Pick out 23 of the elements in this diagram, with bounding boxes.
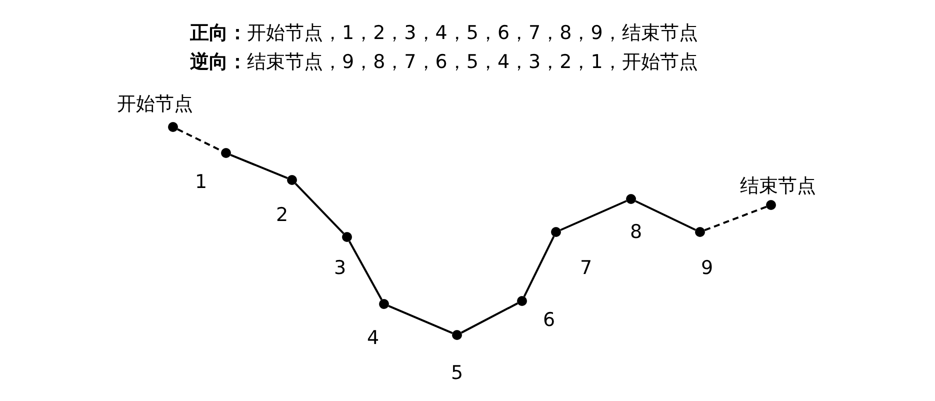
sequence-line: 正向：开始节点，1，2，3，4，5，6，7，8，9，结束节点 — [190, 21, 698, 45]
line-segment — [348, 240, 382, 300]
node-label: 7 — [580, 257, 592, 279]
node-label: 6 — [542, 309, 556, 331]
line-segment — [560, 200, 627, 231]
node-label: 开始节点 — [117, 93, 193, 115]
sequence-line: 逆向：结束节点，9，8，7，6，5，4，3，2，1，开始节点 — [190, 50, 698, 74]
node-label: 3 — [334, 257, 346, 279]
node-label: 9 — [700, 257, 714, 279]
dashed-line — [704, 206, 767, 232]
line-segment — [294, 182, 344, 234]
node-label: 5 — [450, 362, 464, 384]
node-label: 1 — [194, 171, 208, 193]
node-label: 结束节点 — [740, 175, 816, 197]
line-segment — [460, 302, 518, 334]
node-label: 4 — [366, 327, 380, 349]
line-segment — [388, 305, 453, 334]
line-segment — [523, 236, 555, 297]
line-segment — [230, 154, 288, 180]
node-label: 2 — [276, 204, 288, 226]
line-segment — [635, 200, 696, 231]
dashed-line — [177, 128, 222, 152]
node-label: 8 — [630, 221, 642, 243]
